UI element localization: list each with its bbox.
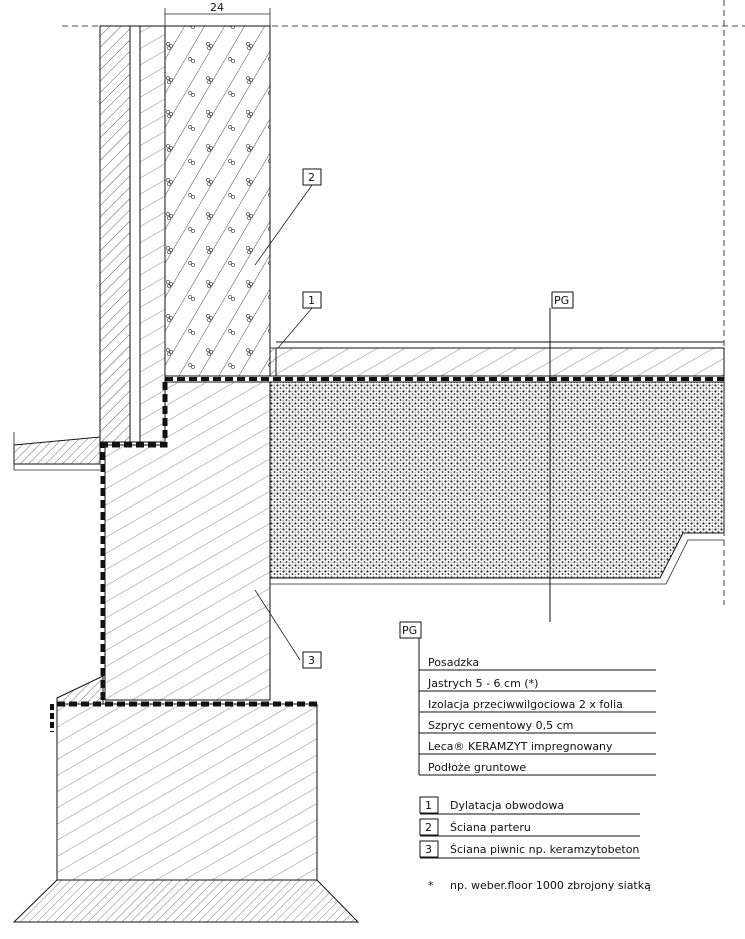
callout-1-label: 1 — [308, 294, 315, 307]
insulation-layer — [139, 25, 166, 443]
legend-text: Ściana piwnic np. keramzytobeton — [450, 843, 639, 856]
legend-num: 2 — [425, 821, 432, 834]
layers-table-tag: PG — [402, 624, 417, 637]
facade-layer — [99, 25, 131, 443]
footing-chamfer — [56, 675, 104, 705]
subsoil-line — [270, 539, 724, 585]
leader-2 — [254, 184, 313, 266]
layer-row: Izolacja przeciwwilgociowa 2 x folia — [428, 698, 623, 711]
dimension-label: 24 — [210, 1, 224, 14]
perimeter-joint — [269, 347, 277, 377]
layer-row: Szpryc cementowy 0,5 cm — [428, 719, 573, 732]
air-gap — [129, 25, 141, 443]
legend-num: 3 — [425, 843, 432, 856]
layer-row: Podłoże gruntowe — [428, 761, 526, 774]
layer-row: Posadzka — [428, 656, 479, 669]
footnote-marker: * — [428, 879, 434, 892]
leader-1 — [277, 307, 313, 349]
callout-3-label: 3 — [308, 654, 315, 667]
callout-pg-label: PG — [554, 294, 569, 307]
ground-floor-wall — [164, 25, 271, 377]
screed-layer — [275, 347, 725, 377]
layer-row: Jastrych 5 - 6 cm (*) — [427, 677, 538, 690]
wall-insulation — [100, 382, 168, 700]
callout-pg: PG — [551, 291, 574, 309]
legend-num: 1 — [425, 799, 432, 812]
callout-3: 3 — [302, 651, 322, 669]
lean-concrete — [12, 879, 360, 923]
callout-2-label: 2 — [308, 171, 315, 184]
outside-ground — [13, 432, 101, 471]
layers-table: PG Posadzka Jastrych 5 - 6 cm (*) Izolac… — [399, 621, 656, 776]
leader-3 — [254, 589, 301, 661]
footing — [56, 703, 318, 881]
layer-row: Leca® KERAMZYT impregnowany — [428, 740, 613, 753]
legend: 1 Dylatacja obwodowa 2 Ściana parteru 3 … — [419, 796, 640, 859]
moisture-insulation — [164, 375, 725, 383]
legend-text: Ściana parteru — [450, 821, 531, 834]
callout-2: 2 — [302, 168, 322, 186]
legend-text: Dylatacja obwodowa — [450, 799, 564, 812]
keramzyt-fill — [269, 381, 725, 579]
footnote-text: np. weber.floor 1000 zbrojony siatką — [450, 879, 651, 892]
callout-1: 1 — [302, 291, 322, 309]
footnote: * np. weber.floor 1000 zbrojony siatką — [428, 879, 651, 892]
